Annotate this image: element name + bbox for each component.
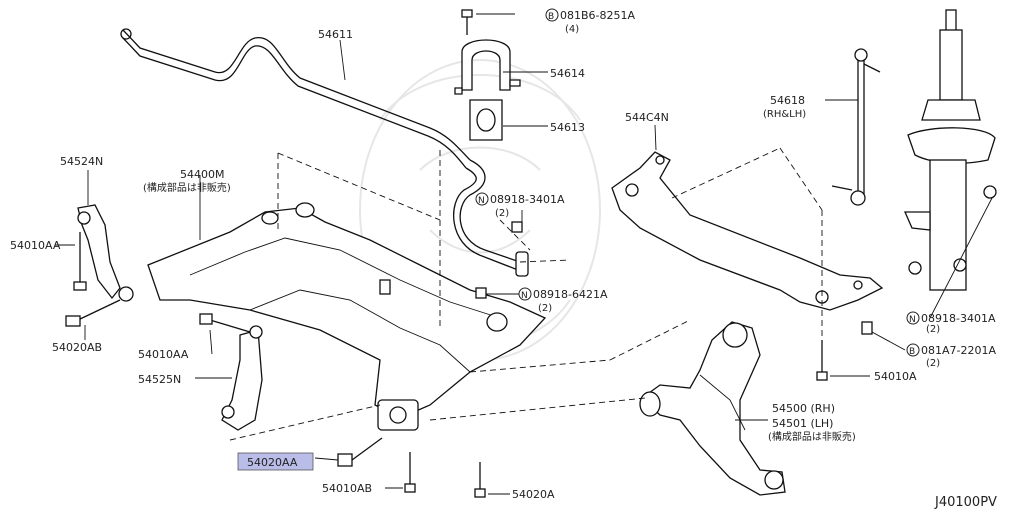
bolt-top-prefix: B (548, 12, 554, 22)
label-081b6-8251a[interactable]: 081B6-8251A (560, 9, 636, 22)
label-54618[interactable]: 54618 (770, 94, 805, 107)
right-gusset-bracket[interactable] (199, 313, 383, 467)
label-54618-sub: (RH&LH) (763, 109, 806, 120)
label-54010a[interactable]: 54010A (874, 370, 917, 383)
label-54020aa[interactable]: 54020AA (247, 456, 298, 469)
label-544c4n[interactable]: 544C4N (625, 111, 669, 124)
member-stay[interactable] (611, 151, 884, 311)
label-54400m-sub: (構成部品は非販売) (143, 181, 231, 194)
label-54611[interactable]: 54611 (318, 28, 353, 41)
label-08918-3401a-right-qty: (2) (926, 324, 940, 335)
diagram-code: J40100PV (934, 495, 997, 510)
label-08918-3401a-mid[interactable]: 08918-3401A (490, 193, 565, 206)
bolt-54010a[interactable] (816, 321, 873, 381)
nut-3401-right-prefix: N (909, 315, 916, 325)
strut-assembly[interactable] (904, 9, 997, 291)
stabilizer-clamp[interactable] (454, 9, 521, 95)
label-54524n[interactable]: 54524N (60, 155, 103, 168)
label-54613[interactable]: 54613 (550, 121, 585, 134)
label-081b6-8251a-qty: (4) (565, 24, 579, 35)
label-54020a[interactable]: 54020A (512, 488, 555, 501)
label-54501[interactable]: 54501 (LH) (772, 417, 833, 430)
stabilizer-bar[interactable] (120, 28, 529, 277)
nut-3401-mid-prefix: N (478, 196, 485, 206)
label-54020ab[interactable]: 54020AB (52, 341, 102, 354)
label-54400m[interactable]: 54400M (180, 168, 224, 181)
label-54010aa-left[interactable]: 54010AA (10, 239, 61, 252)
front-suspension-member[interactable] (147, 202, 547, 431)
label-081a7-2201a[interactable]: 081A7-2201A (921, 344, 996, 357)
bolt-54020a[interactable] (474, 462, 486, 498)
stabilizer-bushing[interactable] (469, 99, 503, 141)
label-54614[interactable]: 54614 (550, 67, 585, 80)
nut-6421-prefix: N (521, 291, 528, 301)
label-08918-6421a[interactable]: 08918-6421A (533, 288, 608, 301)
label-081a7-2201a-qty: (2) (926, 358, 940, 369)
bolt-54010ab[interactable] (404, 452, 416, 493)
stabilizer-link[interactable] (831, 48, 881, 206)
label-08918-3401a-mid-qty: (2) (495, 208, 509, 219)
label-08918-6421a-qty: (2) (538, 303, 552, 314)
transverse-link[interactable] (639, 321, 786, 496)
label-54010aa-mid[interactable]: 54010AA (138, 348, 189, 361)
label-08918-3401a-right[interactable]: 08918-3401A (921, 312, 996, 325)
bolt-right-prefix: B (909, 347, 915, 357)
highlight-54020aa (237, 452, 314, 471)
label-54010ab[interactable]: 54010AB (322, 482, 372, 495)
left-gusset-bracket[interactable] (65, 204, 134, 327)
label-54500[interactable]: 54500 (RH) (772, 402, 835, 415)
label-54501-sub: (構成部品は非販売) (768, 430, 856, 443)
label-54525n[interactable]: 54525N (138, 373, 181, 386)
